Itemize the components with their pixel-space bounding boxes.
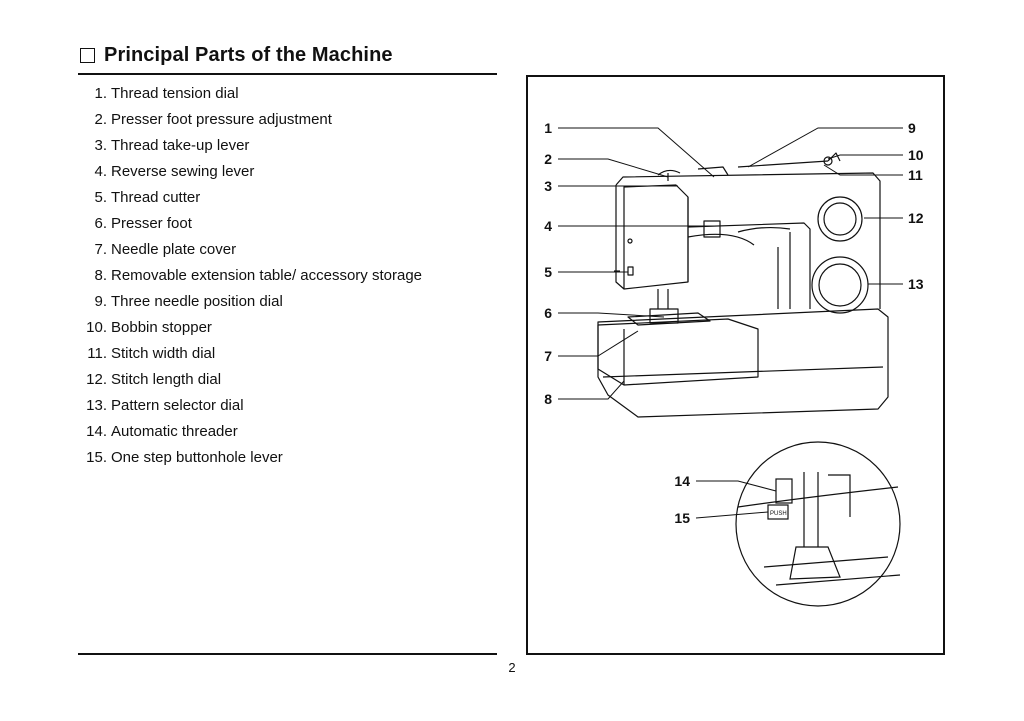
callout-15: 15: [674, 510, 690, 526]
list-item: 8.Removable extension table/ accessory s…: [94, 267, 423, 284]
callout-2: 2: [544, 151, 552, 167]
callout-12: 12: [908, 210, 924, 226]
list-item: 11.Stitch width dial: [87, 345, 216, 362]
list-item: 6.Presser foot: [94, 215, 192, 232]
callout-3: 3: [544, 178, 552, 194]
checkbox-icon: [80, 48, 95, 63]
list-item: 1.Thread tension dial: [94, 85, 239, 102]
sewing-machine-diagram: 1 2 3 4 5 6 7 8 9 10 11 12 13 PUS: [544, 120, 924, 607]
list-item: 10.Bobbin stopper: [86, 319, 212, 336]
push-label: PUSH: [770, 511, 787, 517]
page-title: Principal Parts of the Machine: [104, 44, 393, 66]
section-header: Principal Parts of the Machine: [80, 44, 393, 67]
list-item: 2.Presser foot pressure adjustment: [94, 111, 332, 128]
list-item: 5.Thread cutter: [94, 189, 201, 206]
callout-1: 1: [544, 120, 552, 136]
callout-14: 14: [674, 473, 690, 489]
page-number: 2: [508, 660, 516, 675]
list-item: 7.Needle plate cover: [94, 241, 237, 258]
list-item: 4.Reverse sewing lever: [94, 163, 255, 180]
list-item: 13.Pattern selector dial: [86, 397, 244, 414]
callout-6: 6: [544, 305, 552, 321]
list-item: 3.Thread take-up lever: [94, 137, 250, 154]
callout-9: 9: [908, 120, 916, 136]
callout-13: 13: [908, 276, 924, 292]
top-divider: [78, 73, 497, 75]
list-item: 15.One step buttonhole lever: [86, 449, 283, 466]
list-item: 14.Automatic threader: [86, 423, 238, 440]
callout-11: 11: [908, 167, 923, 183]
bottom-divider: [78, 653, 497, 655]
callout-10: 10: [908, 147, 924, 163]
list-item: 9.Three needle position dial: [94, 293, 283, 310]
callout-5: 5: [544, 264, 552, 280]
callout-7: 7: [544, 348, 552, 364]
list-item: 12.Stitch length dial: [86, 371, 222, 388]
callout-8: 8: [544, 391, 552, 407]
machine-diagram-frame: 1 2 3 4 5 6 7 8 9 10 11 12 13 PUS: [526, 75, 945, 655]
callout-4: 4: [544, 218, 552, 234]
parts-list: 1.Thread tension dial 2.Presser foot pre…: [80, 84, 422, 474]
